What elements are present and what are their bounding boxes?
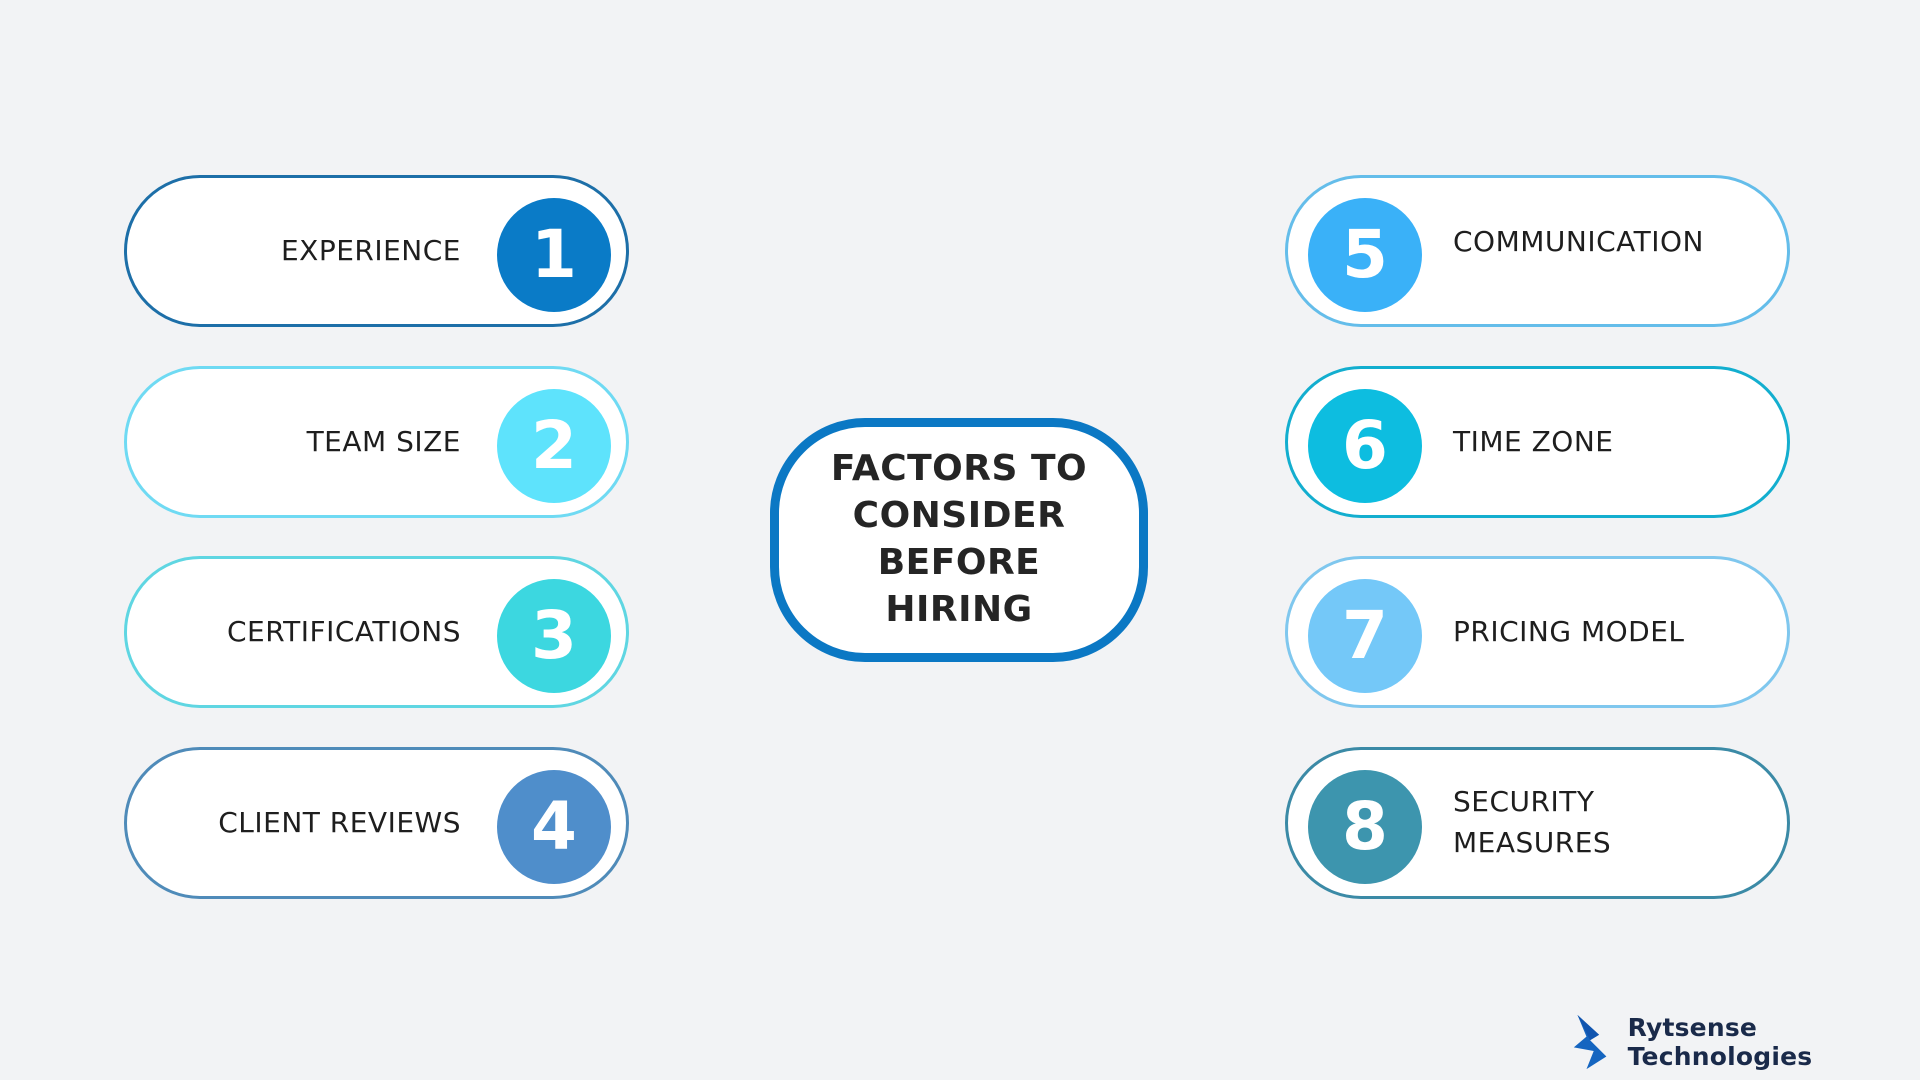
brand-name: Rytsense Technologies [1627,1013,1813,1071]
center-title: FACTORS TO CONSIDER BEFORE HIRING [830,448,1088,630]
factor-pill-2: TEAM SIZE 2 [124,366,629,518]
factor-label-5: COMMUNICATION [1453,224,1704,258]
factor-label-8: SECURITY MEASURES [1453,785,1612,859]
factor-number-4: 4 [497,770,611,884]
factor-label-3: CERTIFICATIONS [226,614,461,648]
brand: Rytsense Technologies [1572,1012,1920,1072]
factor-label-7: PRICING MODEL [1453,614,1685,648]
factor-pill-1: EXPERIENCE 1 [124,175,629,327]
factor-number-3: 3 [497,579,611,693]
lightning-chevron-icon [1573,1014,1607,1070]
factor-pill-8: 8 SECURITY MEASURES [1285,747,1790,899]
factor-label-6: TIME ZONE [1453,424,1614,458]
factor-number-1: 1 [497,198,611,312]
factor-label-1: EXPERIENCE [280,233,461,267]
factor-pill-4: CLIENT REVIEWS 4 [124,747,629,899]
factor-number-8: 8 [1308,770,1422,884]
factor-label-4: CLIENT REVIEWS [218,805,461,839]
center-title-box: FACTORS TO CONSIDER BEFORE HIRING [770,418,1148,662]
factor-number-5: 5 [1308,198,1422,312]
factor-number-6: 6 [1308,389,1422,503]
factor-pill-3: CERTIFICATIONS 3 [124,556,629,708]
factor-number-7: 7 [1308,579,1422,693]
factor-number-2: 2 [497,389,611,503]
factor-label-2: TEAM SIZE [306,424,461,458]
factor-pill-6: 6 TIME ZONE [1285,366,1790,518]
factor-pill-5: 5 COMMUNICATION [1285,175,1790,327]
factor-pill-7: 7 PRICING MODEL [1285,556,1790,708]
